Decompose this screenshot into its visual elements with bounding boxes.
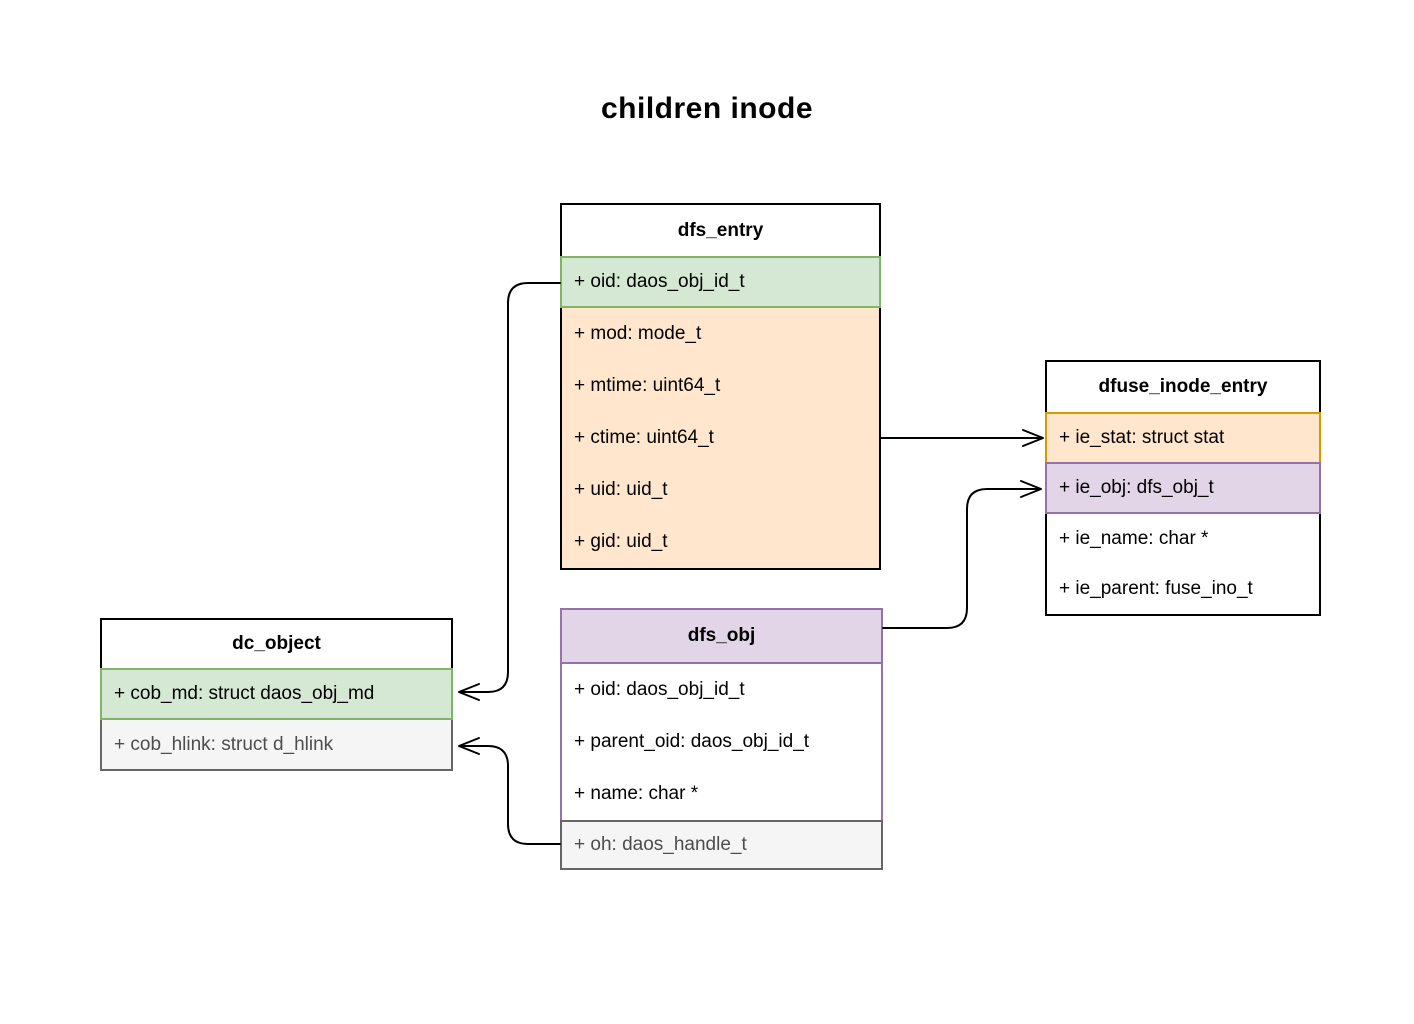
dc-object-title: dc_object: [100, 618, 453, 670]
dfs-entry-field-ctime: + ctime: uint64_t: [574, 427, 714, 448]
dc-object-field-cob-hlink: + cob_hlink: struct d_hlink: [100, 718, 453, 771]
dfs-entry-field-uid: + uid: uid_t: [574, 479, 668, 500]
dfs-obj-field-parent-oid: + parent_oid: daos_obj_id_t: [574, 731, 810, 752]
box-dfuse-inode-entry: dfuse_inode_entry + ie_stat: struct stat…: [1045, 360, 1321, 616]
box-dc-object: dc_object + cob_md: struct daos_obj_md +…: [100, 618, 453, 771]
dfuse-field-ie-stat: + ie_stat: struct stat: [1045, 412, 1321, 464]
dfuse-field-ie-parent: + ie_parent: fuse_ino_t: [1059, 578, 1253, 599]
arrowhead-ie-stat: [1022, 429, 1044, 447]
dfuse-inode-entry-title: dfuse_inode_entry: [1045, 360, 1321, 414]
dfs-entry-field-group: + mod: mode_t + mtime: uint64_t + ctime:…: [560, 306, 881, 570]
dfs-entry-title: dfs_entry: [560, 203, 881, 258]
dfs-obj-field-name: + name: char *: [574, 783, 699, 804]
arrowhead-cob-md: [458, 683, 480, 701]
arrowhead-cob-hlink: [458, 737, 480, 755]
dfs-obj-field-oh: + oh: daos_handle_t: [560, 820, 883, 870]
dfs-obj-title: dfs_obj: [560, 608, 883, 664]
dfs-obj-field-oid: + oid: daos_obj_id_t: [574, 679, 745, 700]
dfs-entry-field-oid: + oid: daos_obj_id_t: [560, 256, 881, 308]
arrow-oid-to-cob-md: [460, 282, 561, 693]
box-dfs-obj: dfs_obj + oid: daos_obj_id_t + parent_oi…: [560, 608, 883, 870]
box-dfs-entry: dfs_entry + oid: daos_obj_id_t + mod: mo…: [560, 203, 881, 570]
dfuse-field-ie-obj: + ie_obj: dfs_obj_t: [1045, 462, 1321, 514]
arrow-oh-to-cob-hlink: [460, 745, 561, 845]
dfs-entry-field-gid: + gid: uid_t: [574, 531, 668, 552]
arrow-dfs-obj-to-ie-obj: [882, 488, 1040, 629]
dfuse-field-group: + ie_name: char * + ie_parent: fuse_ino_…: [1045, 512, 1321, 616]
dfs-entry-field-mtime: + mtime: uint64_t: [574, 375, 721, 396]
diagram-title: children inode: [600, 92, 814, 125]
dfuse-field-ie-name: + ie_name: char *: [1059, 528, 1209, 549]
arrowhead-ie-obj: [1020, 480, 1042, 498]
dfs-entry-field-mod: + mod: mode_t: [574, 323, 702, 344]
dfs-obj-field-group: + oid: daos_obj_id_t + parent_oid: daos_…: [560, 662, 883, 822]
dc-object-field-cob-md: + cob_md: struct daos_obj_md: [100, 668, 453, 720]
